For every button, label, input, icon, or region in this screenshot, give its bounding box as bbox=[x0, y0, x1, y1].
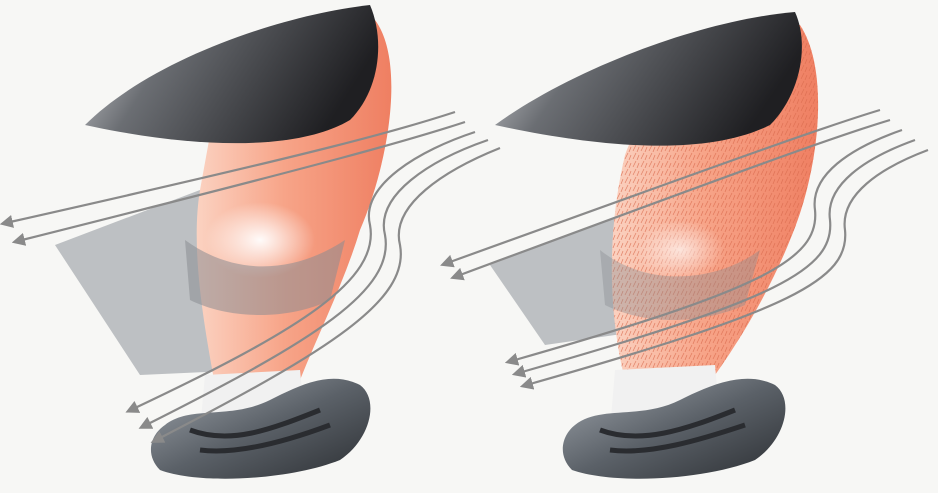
knee-highlight bbox=[635, 220, 725, 280]
shorts bbox=[495, 12, 802, 146]
left-panel-smooth-leg bbox=[10, 5, 500, 479]
right-panel-hairy-leg bbox=[450, 12, 928, 479]
shorts bbox=[85, 5, 378, 143]
